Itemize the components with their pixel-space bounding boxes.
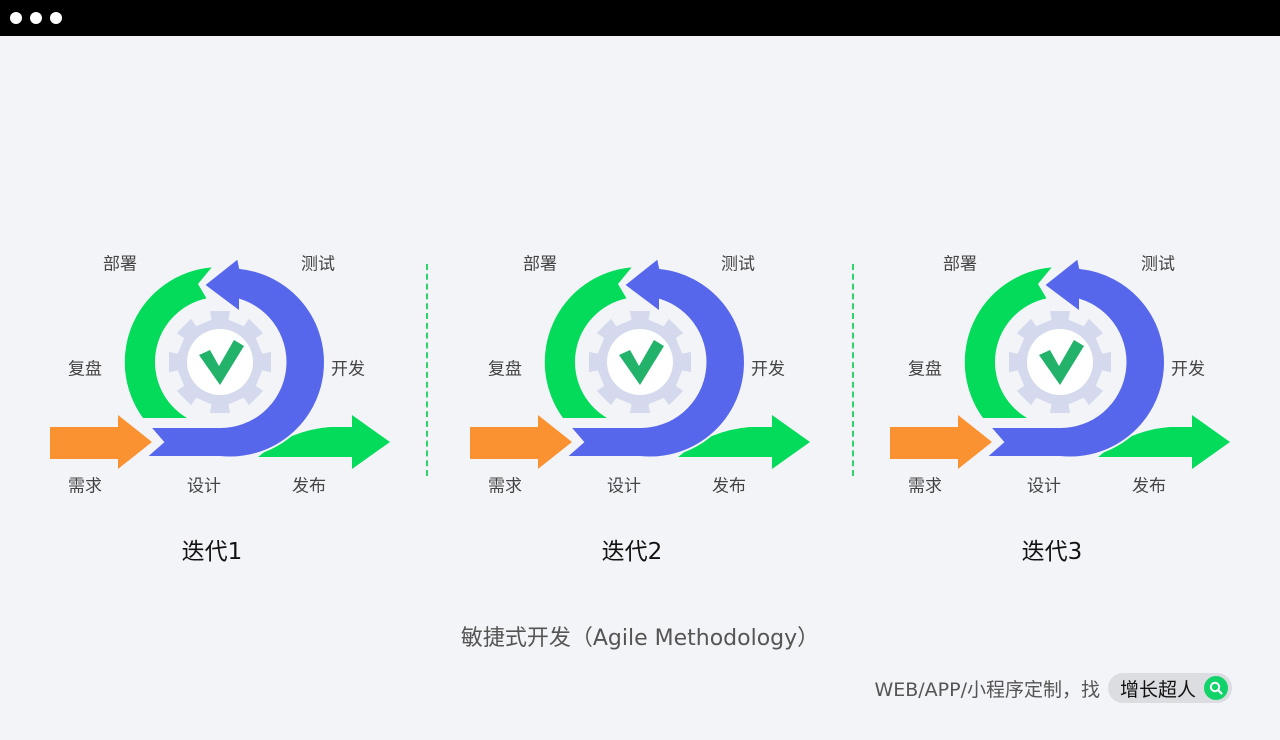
iteration-diagram-2: 部署 测试复盘 开发需求 设计 发布迭代2 xyxy=(420,0,840,600)
orange-requirement-arrow xyxy=(50,415,152,469)
iteration-title: 迭代2 xyxy=(601,539,663,565)
stage-label-design: 设计 xyxy=(607,476,641,497)
stage-label-deploy: 部署 xyxy=(103,254,137,275)
window-titlebar xyxy=(0,0,1280,36)
iteration-title: 迭代1 xyxy=(181,539,243,565)
stage-label-deploy: 部署 xyxy=(943,254,977,275)
stage-label-test: 测试 xyxy=(1141,254,1175,275)
green-release-arrow xyxy=(258,415,390,469)
stage-label-release: 发布 xyxy=(292,476,326,497)
stage-label-deploy: 部署 xyxy=(523,254,557,275)
iteration-title: 迭代3 xyxy=(1021,539,1083,565)
search-icon[interactable] xyxy=(1204,676,1228,700)
gear-center xyxy=(607,329,673,395)
stage-label-review: 复盘 xyxy=(488,359,522,380)
brand-search-pill[interactable]: 增长超人 xyxy=(1107,673,1232,703)
iteration-diagram-1: 部署 测试复盘 开发需求 设计 发布迭代1 xyxy=(0,0,420,600)
stage-label-review: 复盘 xyxy=(68,359,102,380)
blue-cycle-arrow xyxy=(563,256,747,459)
stage-label-review: 复盘 xyxy=(908,359,942,380)
agile-cycle-graphic xyxy=(470,256,810,469)
stage-label-design: 设计 xyxy=(1027,476,1061,497)
orange-requirement-arrow xyxy=(890,415,992,469)
stage-label-develop: 开发 xyxy=(1171,359,1205,380)
check-icon xyxy=(619,340,664,385)
green-review-arc xyxy=(124,267,212,418)
stage-label-develop: 开发 xyxy=(331,359,365,380)
footer-ad: WEB/APP/小程序定制，找 增长超人 xyxy=(874,673,1232,703)
green-review-arc xyxy=(964,267,1052,418)
window-minimize-button[interactable] xyxy=(30,12,42,24)
gear-center xyxy=(187,329,253,395)
stage-label-develop: 开发 xyxy=(751,359,785,380)
orange-requirement-arrow xyxy=(470,415,572,469)
footer-text: WEB/APP/小程序定制，找 xyxy=(874,678,1100,701)
agile-cycle-graphic xyxy=(50,256,390,469)
stage-label-design: 设计 xyxy=(187,476,221,497)
dashed-divider xyxy=(426,264,428,476)
gear-center xyxy=(1027,329,1093,395)
check-icon xyxy=(199,340,244,385)
dashed-divider xyxy=(852,264,854,476)
stage-label-release: 发布 xyxy=(712,476,746,497)
brand-name: 增长超人 xyxy=(1119,678,1196,701)
iteration-diagram-3: 部署 测试复盘 开发需求 设计 发布迭代3 xyxy=(840,0,1260,600)
stage-label-release: 发布 xyxy=(1132,476,1166,497)
blue-cycle-arrow xyxy=(143,256,327,459)
stage-label-requirement: 需求 xyxy=(68,476,102,497)
green-release-arrow xyxy=(678,415,810,469)
stage-label-test: 测试 xyxy=(301,254,335,275)
check-icon xyxy=(1039,340,1084,385)
stage-label-test: 测试 xyxy=(721,254,755,275)
green-review-arc xyxy=(544,267,632,418)
window-maximize-button[interactable] xyxy=(50,12,62,24)
diagram-caption: 敏捷式开发（Agile Methodology） xyxy=(460,626,820,651)
stage-label-requirement: 需求 xyxy=(908,476,942,497)
window-close-button[interactable] xyxy=(10,12,22,24)
agile-cycle-graphic xyxy=(890,256,1230,469)
green-release-arrow xyxy=(1098,415,1230,469)
blue-cycle-arrow xyxy=(983,256,1167,459)
stage-label-requirement: 需求 xyxy=(488,476,522,497)
